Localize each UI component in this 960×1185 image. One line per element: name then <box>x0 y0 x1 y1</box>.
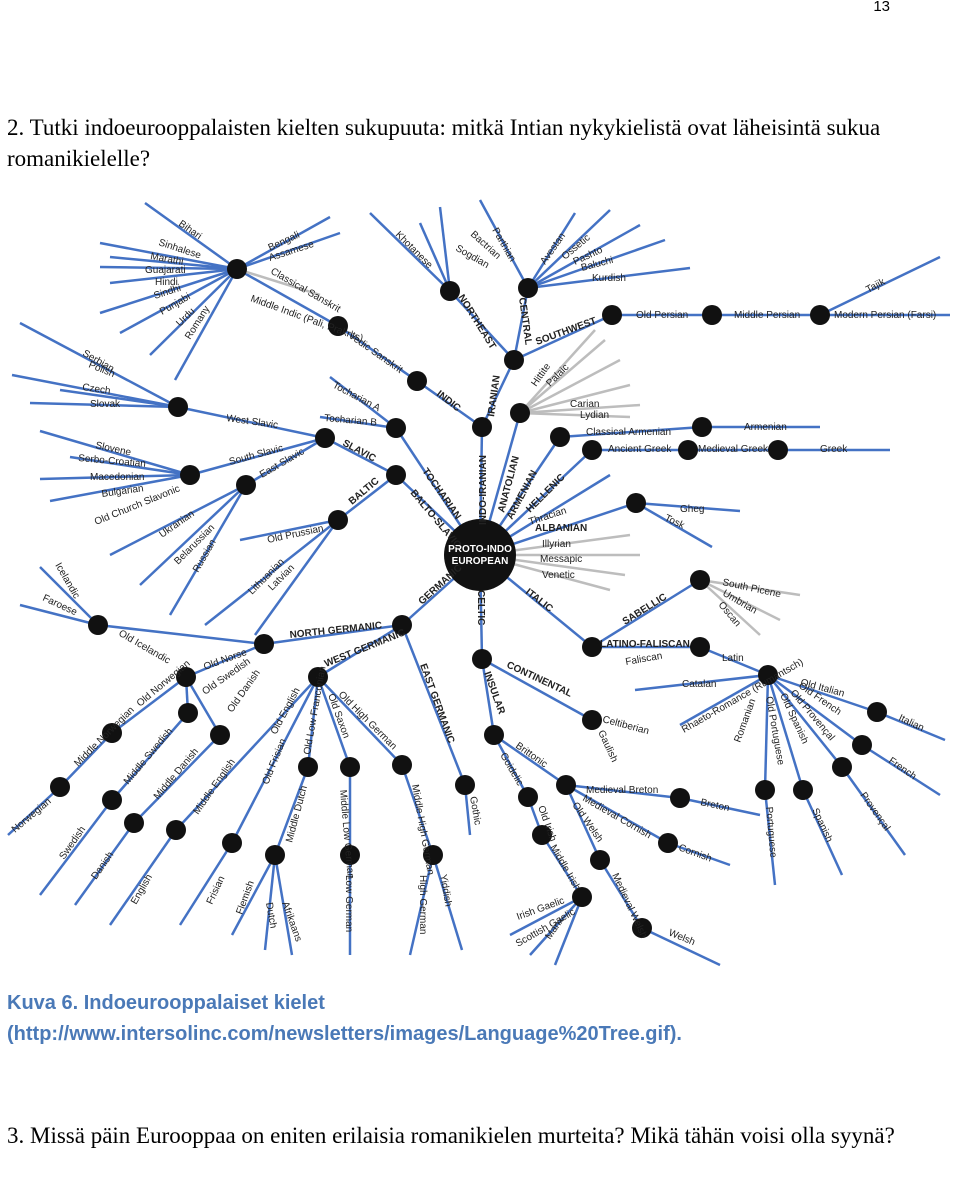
branch-label: ALBANIAN <box>535 523 587 534</box>
lang-label: French <box>886 755 918 782</box>
lang-label: Tajik <box>864 276 888 296</box>
lang-label: Messapic <box>540 554 582 565</box>
branch-label: EAST GERMANIC <box>417 662 456 745</box>
lang-label: Medieval Welsh <box>609 872 649 940</box>
lang-label: Serbo-Croatian <box>78 453 147 470</box>
lang-label: Bulgarian <box>101 483 144 500</box>
branch-label: GERMANIC <box>417 563 465 608</box>
lang-label: Middle Norwegian <box>72 705 136 769</box>
lang-label: Old Prussian <box>266 523 324 546</box>
lang-label: Low German <box>343 875 354 932</box>
lang-label: Middle Danish <box>152 746 201 802</box>
lang-label: Old Icelandic <box>117 628 173 666</box>
lang-label: Avestan <box>538 231 568 267</box>
lang-label: Cornish <box>677 842 713 864</box>
lang-label: Middle English <box>191 757 237 817</box>
lang-label: Middle Persian <box>734 310 800 321</box>
branch-label: CONTINENTAL <box>505 660 574 700</box>
lang-label: Spanish <box>809 807 834 844</box>
lang-label: Afrikaans <box>279 900 304 943</box>
lang-label: Yiddish <box>437 874 453 908</box>
lang-label: Welsh <box>667 928 697 949</box>
lang-label: Venetic <box>542 570 575 581</box>
lang-label: Old English <box>269 686 303 736</box>
lang-label: Macedonian <box>90 472 144 483</box>
branch-label: IRANIAN <box>486 375 503 418</box>
lang-label: Middle Low German <box>337 789 356 879</box>
lang-label: Medieval Breton <box>586 785 658 796</box>
branch-label: INSULAR <box>481 670 507 716</box>
lang-label: Faliscan <box>625 651 664 668</box>
branch-label: LATINO-FALISCAN <box>600 639 690 650</box>
lang-label: Hindi <box>155 277 178 288</box>
branch-label: SABELLIC <box>621 592 669 628</box>
lang-label: Khotanese <box>393 229 435 271</box>
lang-label: Middle Irish <box>547 843 582 893</box>
lang-label: Medieval Greek <box>698 444 769 455</box>
lang-label: West Slavic <box>226 413 279 431</box>
language-tree-diagram: PROTO-INDO EUROPEAN INDO-IRANIAN IRANIAN… <box>7 199 950 967</box>
lang-label: Old Persian <box>636 310 688 321</box>
figure-caption: Kuva 6. Indoeurooppalaiset kielet (http:… <box>7 988 957 1050</box>
question-2: 2. Tutki indoeurooppalaisten kielten suk… <box>7 115 881 171</box>
question-3: 3. Missä päin Eurooppaa on eniten erilai… <box>7 1123 895 1148</box>
lang-label: Slovak <box>90 399 121 410</box>
lang-label: Brittonic <box>513 740 549 770</box>
lang-label: Gothic <box>467 796 483 826</box>
lang-label: Portuguese <box>763 806 778 858</box>
lang-label: Classical Armenian <box>586 427 671 438</box>
lang-label: Old Low Franconian <box>302 665 328 755</box>
lang-label: Lydian <box>580 410 609 421</box>
branch-label: SOUTHWEST <box>534 316 598 348</box>
lang-label: Gaulish <box>595 729 619 764</box>
lang-label: Kurdish <box>592 273 626 284</box>
lang-label: Goidelic <box>497 751 525 788</box>
lang-label: Guajarati <box>145 265 186 276</box>
lang-label: Carian <box>570 399 599 410</box>
lang-label: Greek <box>820 444 848 455</box>
lang-label: Provençal <box>858 790 893 833</box>
branch-label: NORTH GERMANIC <box>289 620 382 641</box>
caption-line-2: (http://www.intersolinc.com/newsletters/… <box>7 1023 682 1045</box>
root-label-2: EUROPEAN <box>452 556 509 567</box>
branch-label: SLAVIC <box>341 438 378 465</box>
lang-label: Ancient Greek <box>608 444 672 455</box>
lang-label: Czech <box>82 382 112 397</box>
branch-label: ITALIC <box>523 587 555 615</box>
lang-label: Middle High German <box>409 784 436 876</box>
lang-label: Catalan <box>682 679 716 690</box>
lang-label: Danish <box>89 850 116 882</box>
lang-label: High German <box>417 875 428 934</box>
lang-label: Tocharian B <box>324 413 378 429</box>
lang-label: Norwegian <box>10 796 54 835</box>
lang-label: English <box>129 873 155 907</box>
page-number: 13 <box>873 0 890 15</box>
lang-label: Modern Persian (Farsi) <box>834 310 936 321</box>
lang-label: Dutch <box>263 902 278 930</box>
lang-label: Armenian <box>744 422 787 433</box>
lang-label: Vedic Sanskrit <box>346 330 404 375</box>
lang-label: Swedish <box>57 824 88 861</box>
lang-label: Illyrian <box>542 539 571 550</box>
lang-label: Breton <box>699 797 730 814</box>
lang-label: Bihari <box>176 218 203 242</box>
caption-line-1: Kuva 6. Indoeurooppalaiset kielet <box>7 992 325 1014</box>
lang-label: Middle Dutch <box>284 785 310 844</box>
branch-label: CELTIC <box>475 590 486 625</box>
lang-label: Italian <box>897 713 926 734</box>
branch-label: INDO-IRANIAN <box>478 455 489 525</box>
lang-label: Latin <box>722 653 744 664</box>
branch-label: NORTHEAST <box>455 293 497 352</box>
lang-label: Gheg <box>680 504 704 515</box>
tree-nodes <box>50 259 887 938</box>
lang-label: Old Frisian <box>261 737 289 786</box>
branch-label: INDIC <box>434 389 462 414</box>
root-label-1: PROTO-INDO <box>448 544 512 555</box>
lang-label: Tocharian A <box>331 380 383 414</box>
